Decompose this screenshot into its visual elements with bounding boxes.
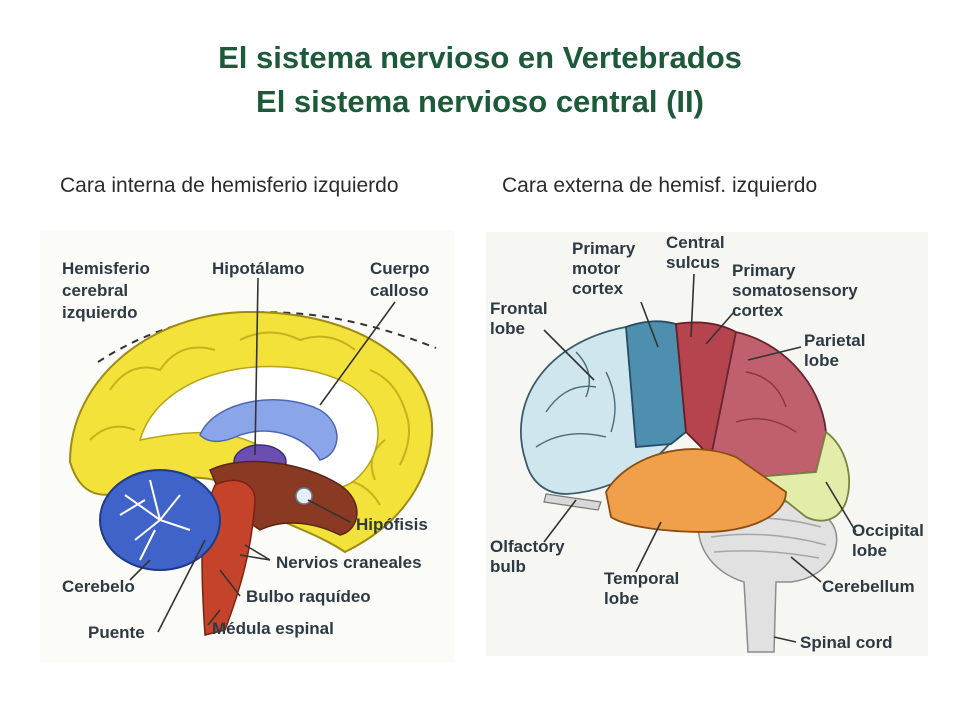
temporal-lobe (605, 448, 787, 533)
label-temporal-2: lobe (604, 589, 639, 608)
subtitle-internal-face: Cara interna de hemisferio izquierdo (60, 174, 399, 197)
label-spinal-cord: Spinal cord (800, 633, 893, 652)
parietal-gyri (735, 371, 797, 433)
label-central-1: Central (666, 233, 725, 252)
hemisphere-dashed-outline (97, 311, 437, 363)
label-hemisferio-3: izquierdo (62, 303, 138, 322)
label-cerebellum: Cerebellum (822, 577, 915, 596)
title-bold-word: Vertebrados (562, 40, 742, 75)
medial-brain-diagram: Hemisferio cerebral izquierdo Hipotálamo… (40, 230, 454, 662)
label-hipofisis: Hipófisis (356, 515, 428, 534)
primary-motor-cortex (625, 320, 687, 448)
label-occipital-2: lobe (852, 541, 887, 560)
label-olfactory-2: bulb (490, 557, 526, 576)
label-somato-3: cortex (732, 301, 784, 320)
label-temporal-1: Temporal (604, 569, 679, 588)
label-parietal-2: lobe (804, 351, 839, 370)
label-cuerpo-2: calloso (370, 281, 429, 300)
page-title-line2: El sistema nervioso central (II) (256, 84, 704, 119)
label-hemisferio-2: cerebral (62, 281, 128, 300)
label-occipital-1: Occipital (852, 521, 924, 540)
label-somato-1: Primary (732, 261, 796, 280)
label-nervios: Nervios craneales (276, 553, 422, 572)
label-primary-motor-3: cortex (572, 279, 624, 298)
label-frontal-1: Frontal (490, 299, 548, 318)
label-bulbo: Bulbo raquídeo (246, 587, 371, 606)
label-medula: Médula espinal (212, 619, 334, 638)
lateral-brain-svg: Primary motor cortex Central sulcus Prim… (490, 233, 924, 653)
label-hemisferio-1: Hemisferio (62, 259, 150, 278)
label-olfactory-1: Olfactory (490, 537, 565, 556)
label-cerebelo: Cerebelo (62, 577, 135, 596)
label-hipotalamo: Hipotálamo (212, 259, 305, 278)
label-central-2: sulcus (666, 253, 720, 272)
page-title-line1: El sistema nervioso en Vertebrados (0, 38, 960, 78)
lateral-leader-lines (543, 273, 857, 643)
label-puente: Puente (88, 623, 145, 642)
label-primary-motor-2: motor (572, 259, 621, 278)
label-somato-2: somatosensory (732, 281, 858, 300)
frontal-gyri (535, 351, 616, 448)
label-frontal-2: lobe (490, 319, 525, 338)
occipital-lobe (753, 430, 850, 522)
medial-brain-svg: Hemisferio cerebral izquierdo Hipotálamo… (62, 259, 437, 642)
title-prefix: El sistema nervioso en (218, 40, 563, 75)
subtitle-external-face: Cara externa de hemisf. izquierdo (502, 174, 818, 197)
label-primary-motor-1: Primary (572, 239, 636, 258)
label-parietal-1: Parietal (804, 331, 865, 350)
arbor-vitae (119, 479, 191, 561)
lateral-brain-diagram: Primary motor cortex Central sulcus Prim… (486, 232, 928, 656)
olfactory-bulb (543, 493, 602, 511)
medial-leader-lines (129, 277, 396, 633)
label-cuerpo-1: Cuerpo (370, 259, 430, 278)
